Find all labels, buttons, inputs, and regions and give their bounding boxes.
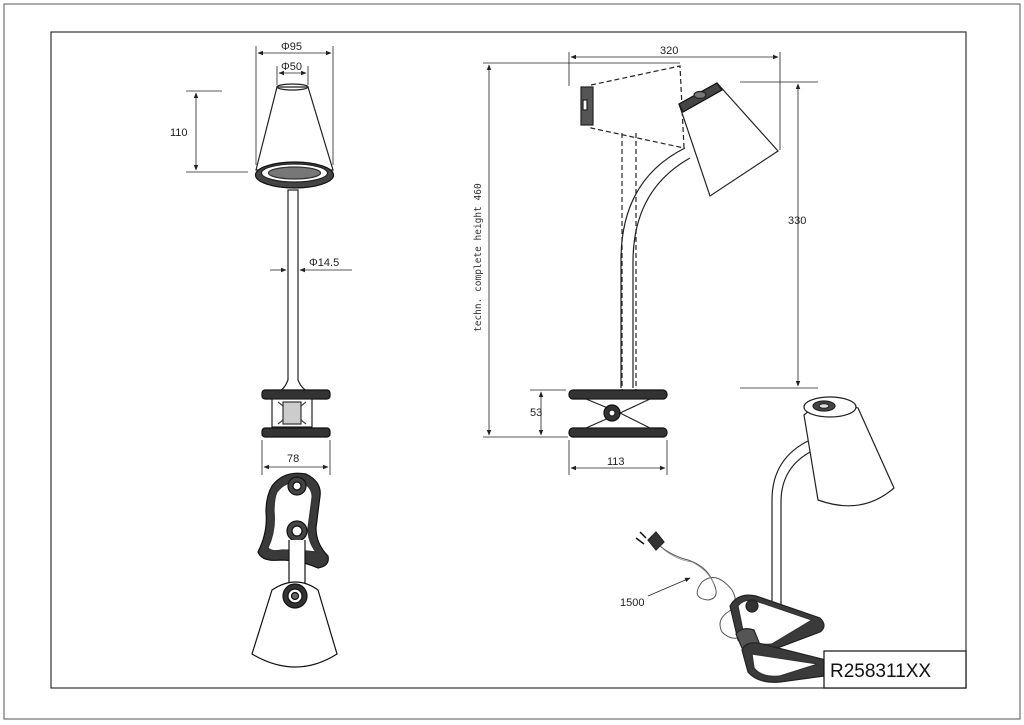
cable-dimension: [647, 577, 691, 597]
product-code-box: [823, 650, 967, 689]
power-plug: [647, 531, 665, 551]
perspective-view: [635, 396, 895, 683]
dim-clamp-width: 78: [287, 453, 299, 465]
front-dimensions: [186, 46, 352, 475]
dim-shade-outer: Φ95: [281, 41, 302, 53]
side-shade-alt-position: [590, 65, 685, 149]
side-view: [568, 65, 779, 438]
front-clamp-upper: [261, 389, 331, 400]
front-clamp-lower: [261, 427, 331, 438]
dim-shade-inner: Φ50: [281, 61, 302, 73]
side-clamp-lower: [568, 427, 668, 438]
power-cable: [659, 545, 743, 639]
front-view: [254, 83, 335, 438]
dim-shade-to-clamp: 330: [788, 215, 806, 227]
dim-stem-diameter: Φ14.5: [309, 257, 339, 269]
dim-cable-length: 1500: [620, 597, 644, 609]
perspective-shade: [803, 402, 895, 507]
front-shade: [255, 86, 334, 171]
side-gooseneck: [620, 147, 686, 388]
drawing-frame: [50, 31, 967, 689]
dim-clamp-height: 53: [530, 407, 542, 419]
top-view: [251, 472, 338, 668]
dim-clamp-depth: 113: [607, 456, 625, 468]
front-stem: [287, 189, 299, 389]
side-dimensions: [483, 52, 818, 475]
top-shade: [251, 581, 338, 668]
product-code: R258311XX: [830, 661, 931, 682]
dim-arm-reach: 320: [660, 45, 678, 57]
dim-shade-height: 110: [170, 127, 188, 139]
top-stem: [288, 540, 306, 585]
dim-total-height: techn. complete height 460: [473, 183, 484, 332]
outer-border: [3, 3, 1021, 720]
side-clamp-upper: [568, 389, 668, 400]
